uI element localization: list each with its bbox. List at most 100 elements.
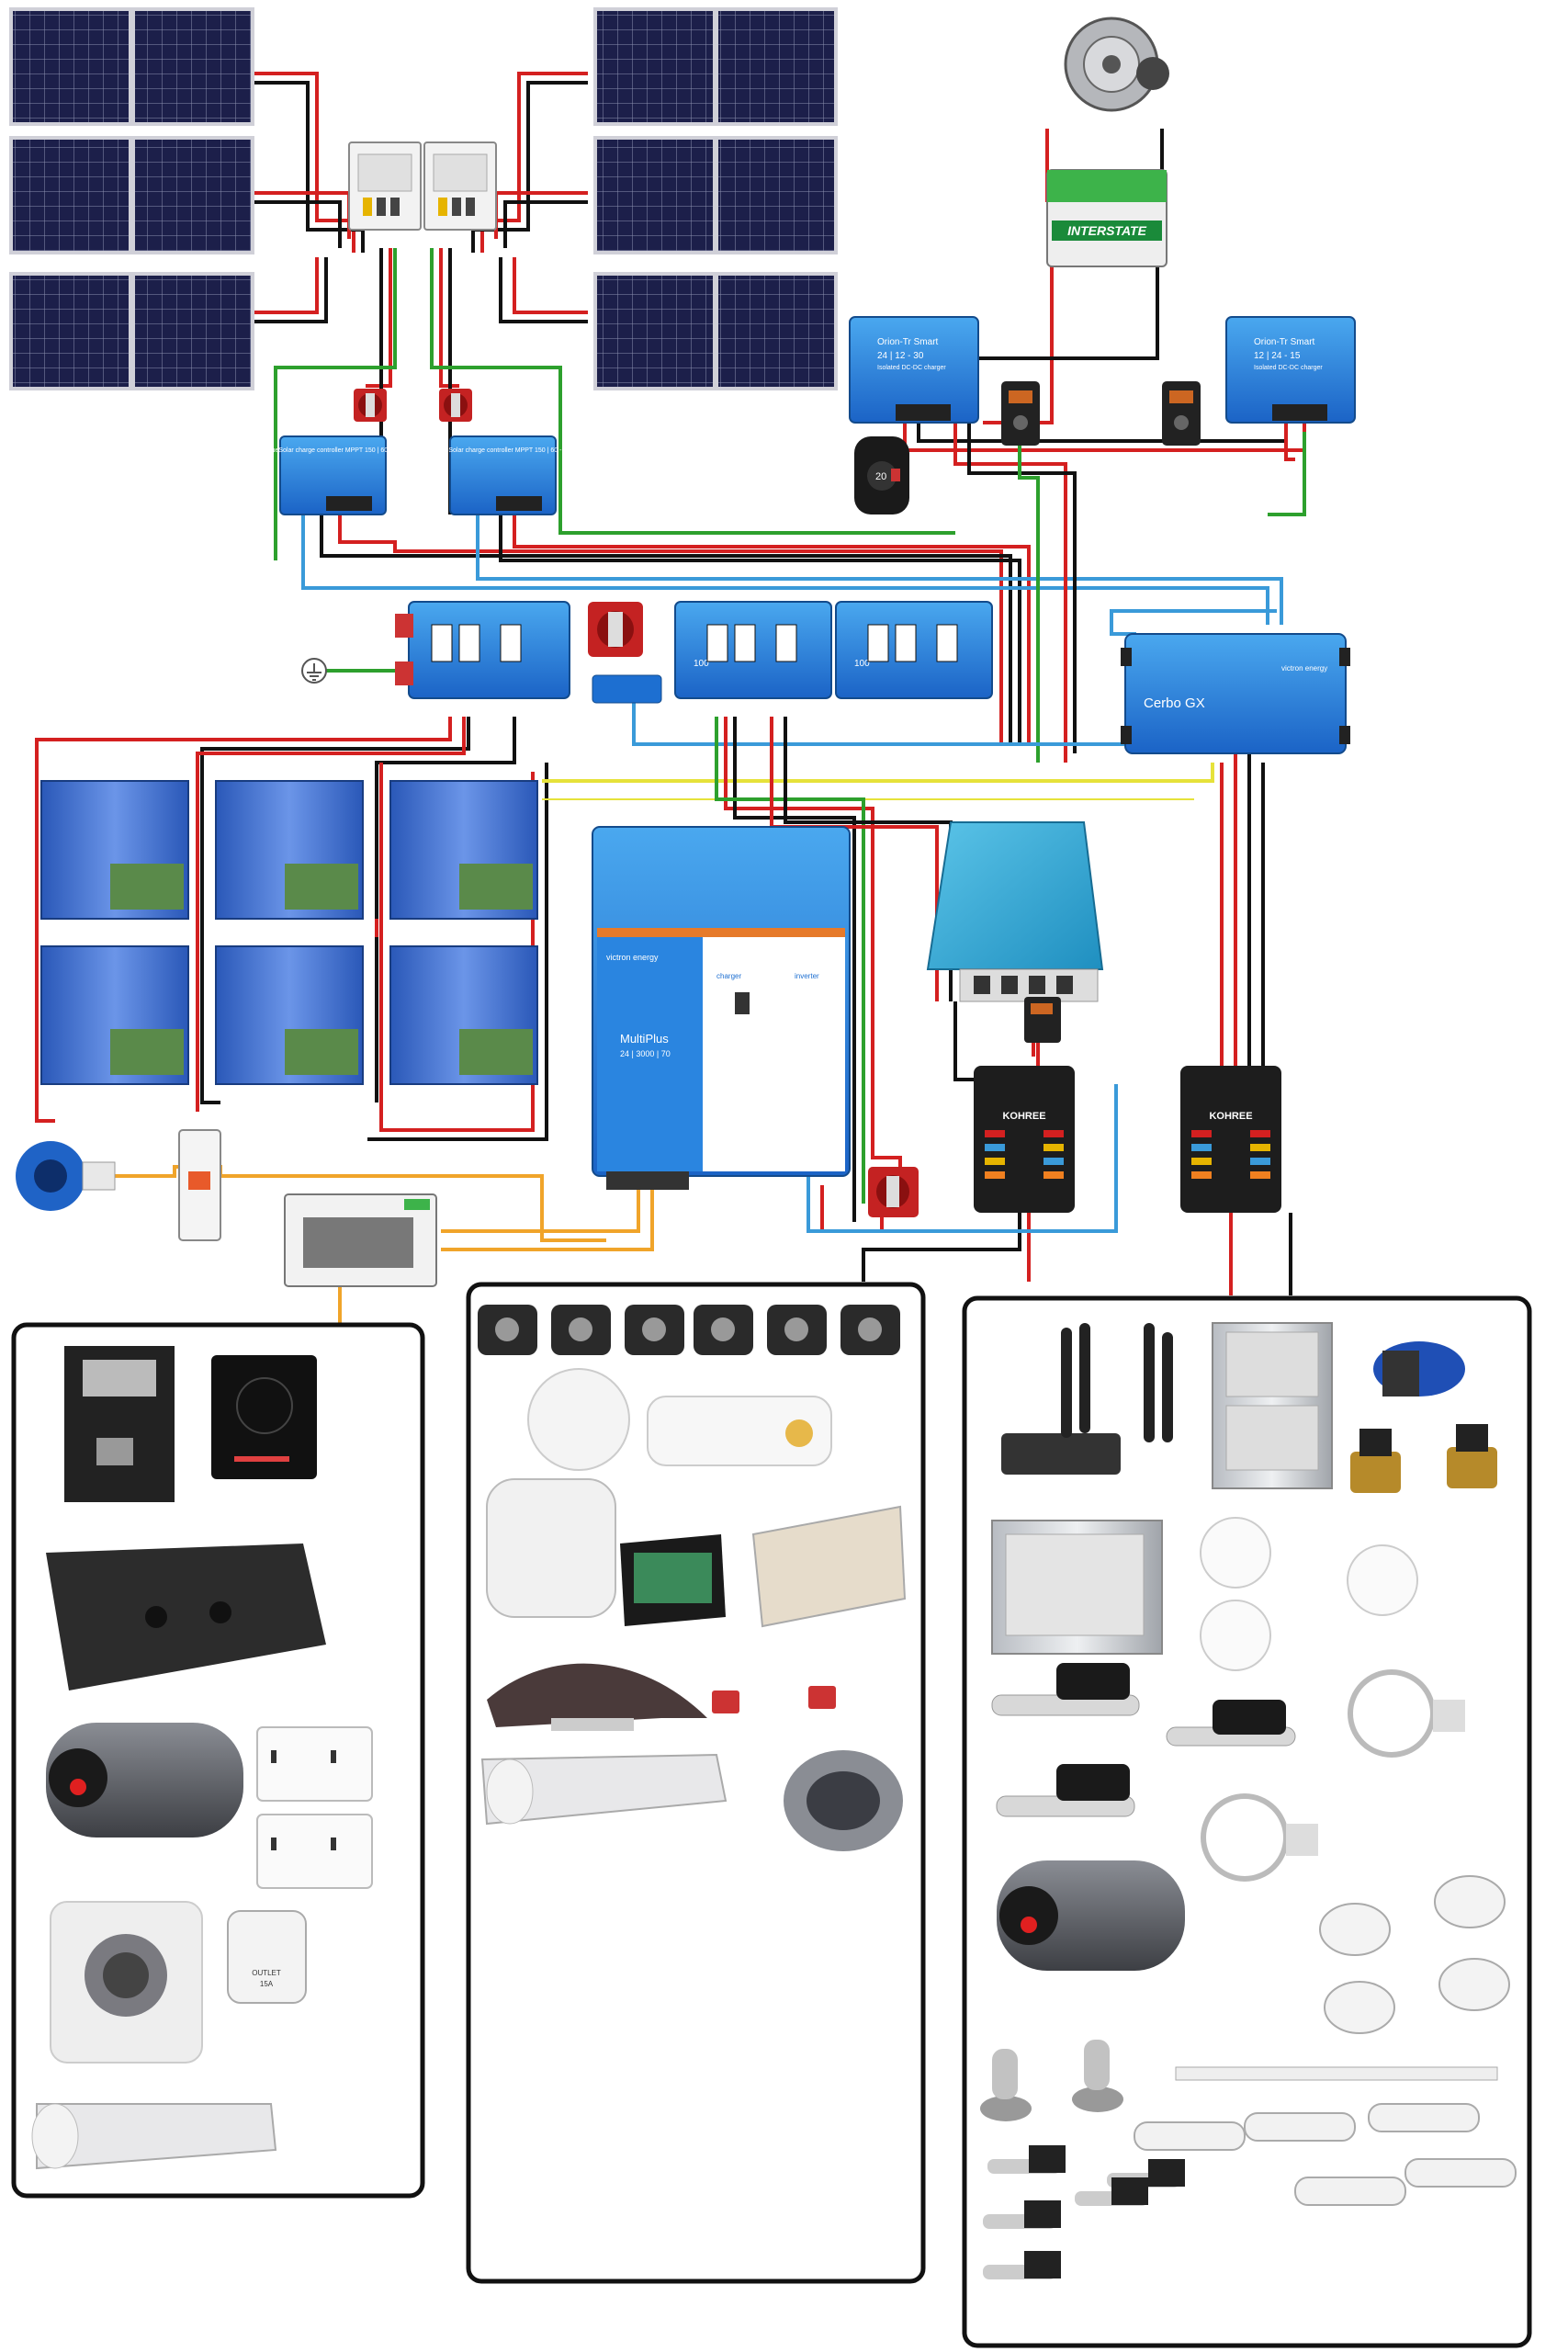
wire-solar-right3-pos [513, 257, 588, 314]
wire-solar-left2-neg [253, 200, 342, 248]
battery-main-switch [588, 602, 643, 657]
washing-machine-icon [50, 1901, 203, 2064]
wire-batt-neg3 [367, 763, 548, 1141]
mppt-controller-right: BlueSolar charge controller MPPT 150 | 6… [435, 435, 570, 515]
solar-panel [715, 272, 838, 390]
wire-bms-signal [542, 763, 1214, 783]
wire-solar-right-neg [471, 81, 588, 253]
solar-panel [9, 272, 132, 390]
inverter-model: 24 | 3000 | 70 [620, 1049, 671, 1058]
roof-hatch-icon [751, 1505, 907, 1628]
start-battery: INTERSTATE [1046, 169, 1168, 267]
wire-ac-out [441, 1176, 654, 1251]
lynx-distributor-2: 100 [674, 601, 832, 699]
power-outlet-icon [256, 1726, 373, 1802]
water-heater-icon [46, 1723, 243, 1838]
dcdc-charger-right: Orion-Tr Smart 12 | 24 - 15 Isolated DC-… [1225, 316, 1356, 424]
inverter-charger-label: charger [716, 972, 741, 980]
wiring [35, 72, 1306, 1323]
solenoid-valve-icon [1350, 1424, 1497, 1493]
dcdc-left-title: Orion-Tr Smart [877, 337, 939, 347]
fusebox-brand: KOHREE [1209, 1111, 1252, 1122]
led-strip-icon [1175, 2066, 1498, 2081]
inverter-name: MultiPlus [620, 1032, 669, 1046]
router-icon [1001, 1323, 1173, 1475]
mppt-label: BlueSolar charge controller MPPT 150 | 6… [265, 447, 400, 454]
roof-fan-icon [487, 1663, 707, 1731]
solar-panel [9, 7, 132, 126]
dc-loads-box [962, 1295, 1532, 2348]
wire-solar-left3-neg [248, 257, 328, 323]
power-outlet-icon [256, 1814, 373, 1889]
wire-dcdc-l-out-pos [953, 423, 1067, 763]
mid-loads-box [466, 1282, 926, 2284]
wire-mppt-r-pos [513, 514, 1031, 744]
lynx-distributor-1 [395, 601, 570, 699]
solar-panel [593, 7, 716, 126]
fridge-drawer-icon [1212, 1322, 1333, 1489]
battery-module [389, 945, 538, 1085]
battery-module [215, 945, 364, 1085]
solar-panel [131, 272, 254, 390]
wire-batt-neg [200, 717, 470, 1104]
battery-module [389, 780, 538, 920]
alternator [1064, 17, 1169, 112]
wire-solar-left2-pos [253, 191, 351, 239]
projector-icon [647, 1396, 832, 1466]
dcdc-right-title: Orion-Tr Smart [1254, 337, 1315, 347]
wire-inv-neg [733, 717, 856, 1222]
wire-solar-right3-neg [499, 257, 588, 323]
ac-consumer-unit [284, 1193, 437, 1287]
solar-panel [131, 136, 254, 254]
awning-light-icon [1134, 2103, 1517, 2206]
downlight-icon [1200, 1517, 1418, 1671]
fusebox-brand: KOHREE [1002, 1111, 1045, 1122]
dc-booster [926, 821, 1104, 1002]
wire-load-mid-neg [862, 1213, 1021, 1282]
wire-ac-in2 [441, 1176, 640, 1233]
solar-combiner-boxes [348, 141, 497, 231]
wire-solar-right2-pos [494, 191, 588, 239]
solar-panel [715, 136, 838, 254]
multiplus-inverter: victron energy MultiPlus 24 | 3000 | 70 … [592, 826, 851, 1190]
start-battery-brand: INTERSTATE [1067, 223, 1146, 238]
cabin-fan-icon [1201, 1669, 1465, 1882]
wire-comb-l-pos [366, 248, 392, 388]
water-heater-icon [997, 1860, 1185, 1971]
dcdc-charger-left: Orion-Tr Smart 24 | 12 - 30 Isolated DC-… [849, 316, 979, 424]
wire-dcdc-r-out-pos [1284, 423, 1295, 461]
wire-batt-pos [35, 717, 452, 1123]
fridge-icon [991, 1520, 1163, 1655]
wire-inv-comm [807, 1084, 1118, 1233]
awning-light-icon [480, 1753, 728, 1826]
ac-loads-box: OUTLET 15A [11, 1322, 425, 2199]
solar-array-left [9, 7, 254, 390]
wire-comb-r-pos [439, 248, 459, 388]
inverter-isolator-switch [868, 1167, 919, 1217]
wire-mppt-comm2 [476, 514, 1283, 625]
wire-shunt-comm [632, 698, 1130, 746]
fuse-block-left: KOHREE [974, 1066, 1075, 1213]
coffee-machine-icon [64, 1346, 175, 1502]
awning-icon [31, 2103, 277, 2170]
linear-actuator-icon [991, 1663, 1296, 1817]
solar-panel [131, 7, 254, 126]
circuit-breakers: 20 [854, 381, 1201, 514]
wire-dcdc-l-out-neg [967, 423, 1077, 753]
marine-display-icon [620, 1534, 726, 1626]
wire-comb-l-gnd [274, 248, 397, 560]
booster-breaker [1024, 997, 1061, 1043]
cerbo-name: Cerbo GX [1144, 695, 1205, 711]
wire-mppt-r-neg [499, 514, 1021, 744]
lynx-label: 100 [854, 659, 870, 669]
inverter-brand: victron energy [606, 953, 659, 962]
fuse-block-right: KOHREE [1180, 1066, 1281, 1213]
battery-module [40, 945, 189, 1085]
dcdc-right-model: 12 | 24 - 15 [1254, 351, 1301, 361]
wire-solar-right-pos [480, 72, 588, 253]
air-conditioner-icon [46, 1544, 326, 1690]
wire-mppt-l-neg [320, 514, 1012, 744]
mppt-label: BlueSolar charge controller MPPT 150 | 6… [435, 447, 570, 454]
solar-array-right [593, 7, 838, 390]
